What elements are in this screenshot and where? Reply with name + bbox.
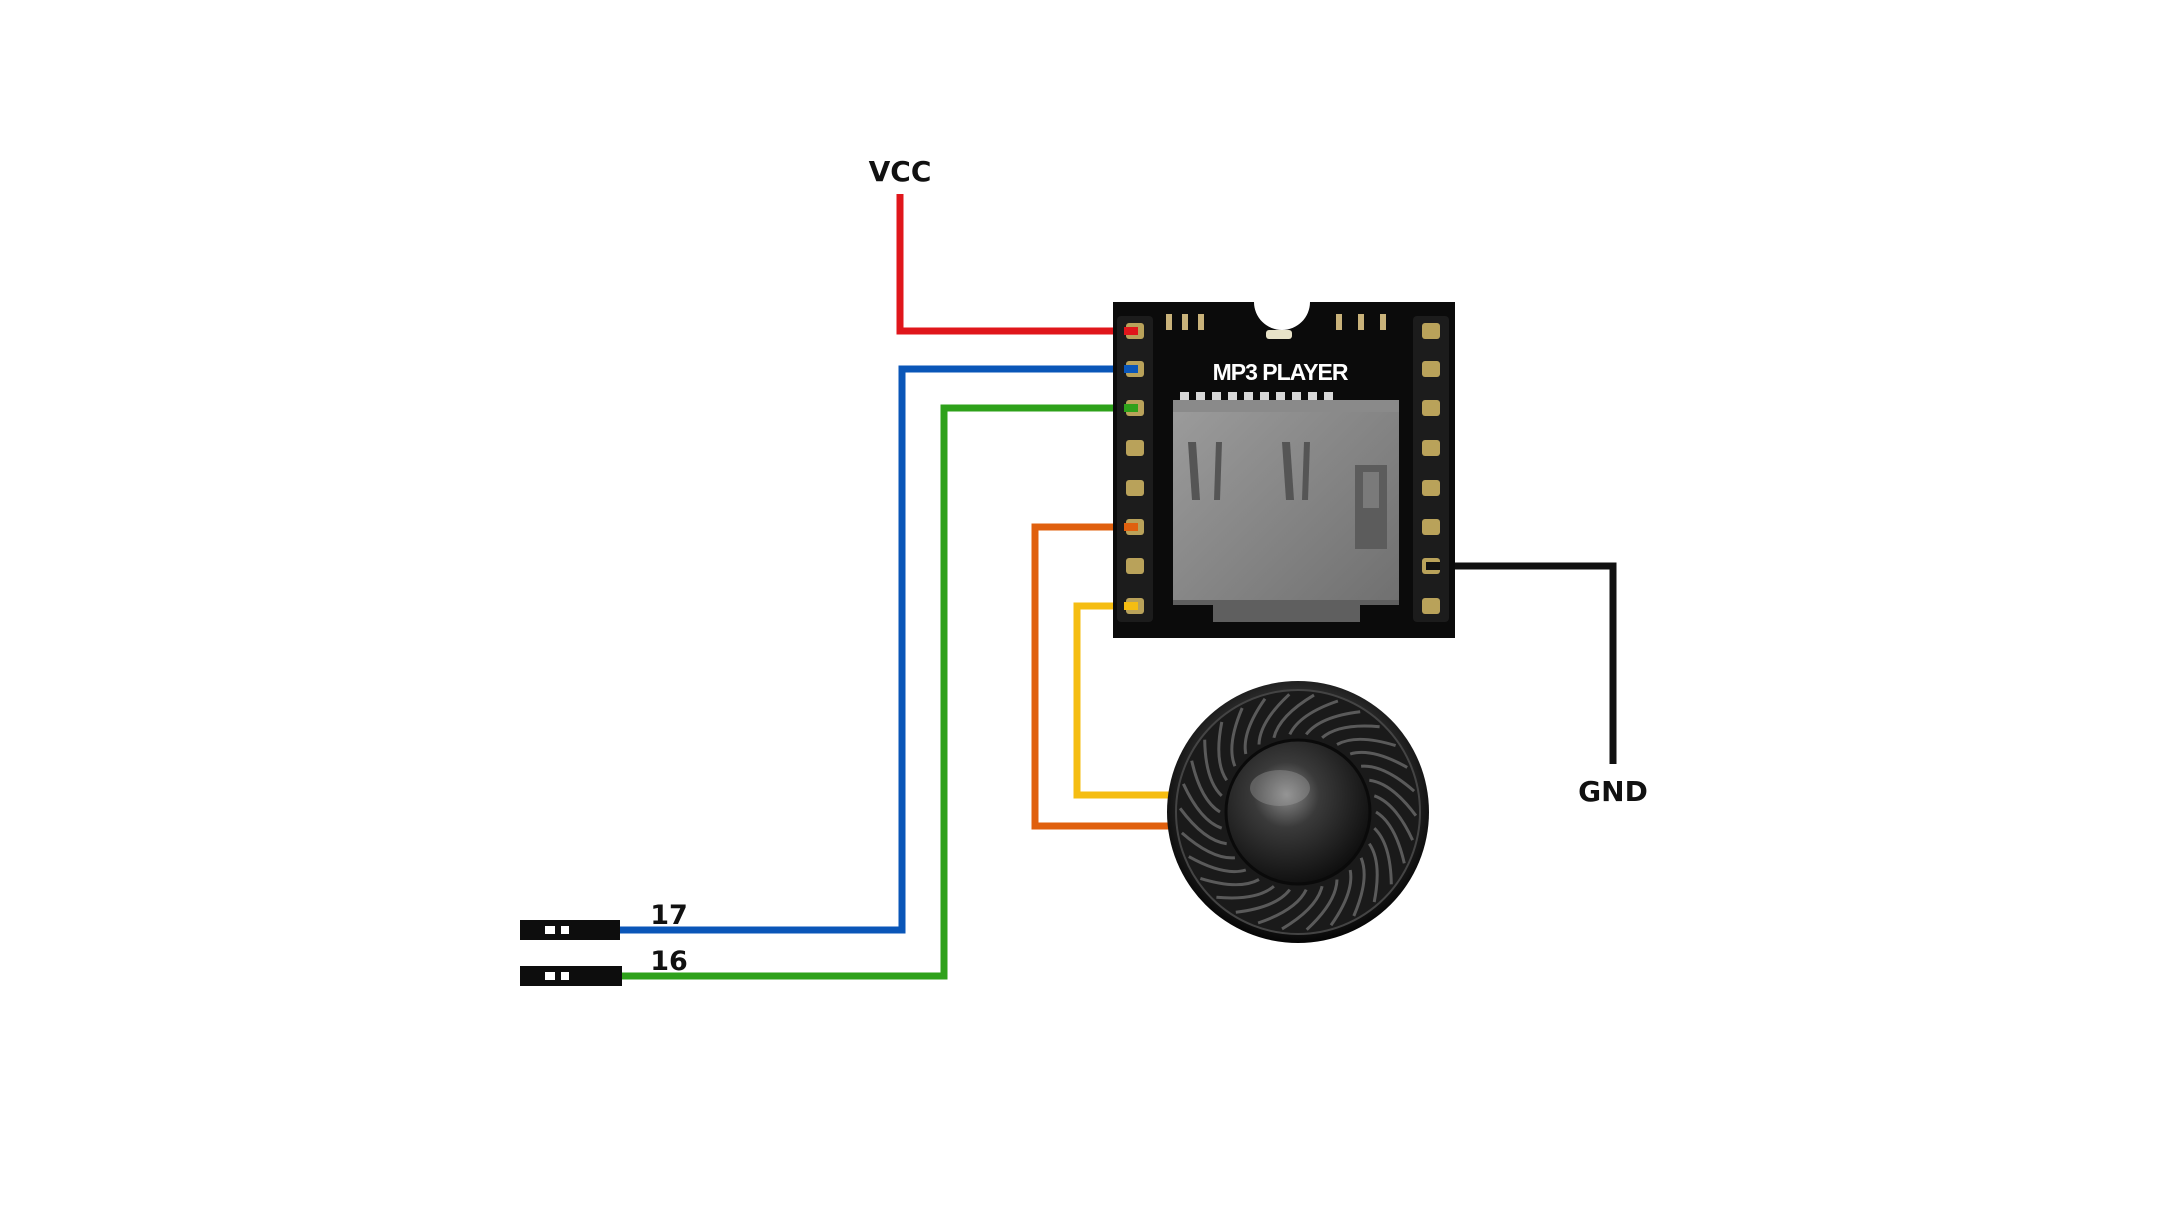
- speaker-ridge: [1373, 827, 1393, 885]
- speaker-wire-orange: [1031, 523, 1175, 830]
- speaker-ridge: [1235, 888, 1291, 914]
- right-pin: [1422, 323, 1440, 339]
- left-pin-header: [1117, 316, 1153, 622]
- speaker-ridge: [1199, 876, 1260, 887]
- speaker-ridge: [1217, 721, 1228, 782]
- jumper-16: [520, 966, 622, 986]
- right-pin: [1422, 519, 1440, 535]
- right-pin-header: [1413, 316, 1449, 622]
- speaker-ridge: [1230, 707, 1244, 767]
- speaker-ridge: [1349, 750, 1408, 769]
- speaker-ridge: [1305, 879, 1339, 931]
- speaker-ridge: [1216, 885, 1275, 900]
- speaker-ridge: [1329, 869, 1353, 927]
- left-pin: [1126, 440, 1144, 456]
- gnd-label: GND: [1578, 775, 1648, 808]
- left-pin: [1126, 480, 1144, 496]
- vcc-wire: [896, 194, 1130, 335]
- sd-card-slot: [1173, 392, 1399, 622]
- right-pin: [1422, 480, 1440, 496]
- pin-17-label: 17: [650, 900, 688, 931]
- speaker-ridge: [1272, 693, 1315, 739]
- pin-16-label: 16: [650, 946, 688, 977]
- speaker-ridge: [1257, 693, 1291, 745]
- right-pin: [1422, 400, 1440, 416]
- led-indicator: [1266, 330, 1292, 339]
- pin17-wire: [620, 365, 1130, 934]
- speaker: [1167, 681, 1429, 943]
- speaker-ridge: [1369, 778, 1418, 817]
- speaker-ridge: [1178, 807, 1227, 846]
- speaker-ridge: [1375, 810, 1406, 864]
- speaker-ridge: [1360, 764, 1416, 793]
- speaker-ridge: [1352, 857, 1366, 917]
- left-pin: [1126, 558, 1144, 574]
- pin16-wire: [620, 404, 1130, 980]
- speaker-ridge: [1243, 697, 1267, 755]
- wires: [620, 194, 1617, 980]
- right-pin: [1422, 598, 1440, 614]
- speaker-ridge: [1182, 783, 1223, 830]
- smd-components: [1166, 314, 1386, 339]
- speaker-ridge: [1336, 737, 1397, 748]
- speaker-ridge: [1180, 831, 1236, 860]
- speaker-ridge: [1190, 760, 1221, 814]
- speaker-ridge: [1321, 724, 1380, 739]
- speaker-ridge: [1373, 794, 1414, 841]
- speaker-ridge: [1288, 699, 1339, 736]
- right-pin: [1422, 361, 1440, 377]
- speaker-ridge: [1257, 888, 1308, 925]
- speaker-ridge: [1305, 710, 1361, 736]
- mp3-player-module: MP3 PLAYER: [1113, 302, 1455, 638]
- right-pin: [1422, 440, 1440, 456]
- gnd-wire: [1428, 562, 1617, 764]
- speaker-ridge: [1188, 855, 1247, 874]
- speaker-ridge: [1368, 842, 1379, 903]
- speaker-wire-yellow: [1073, 602, 1175, 799]
- jumper-17: [520, 920, 620, 940]
- module-title: MP3 PLAYER: [1213, 359, 1349, 385]
- speaker-ridge: [1203, 739, 1223, 797]
- speaker-ridge: [1281, 885, 1324, 931]
- vcc-label: VCC: [869, 155, 932, 188]
